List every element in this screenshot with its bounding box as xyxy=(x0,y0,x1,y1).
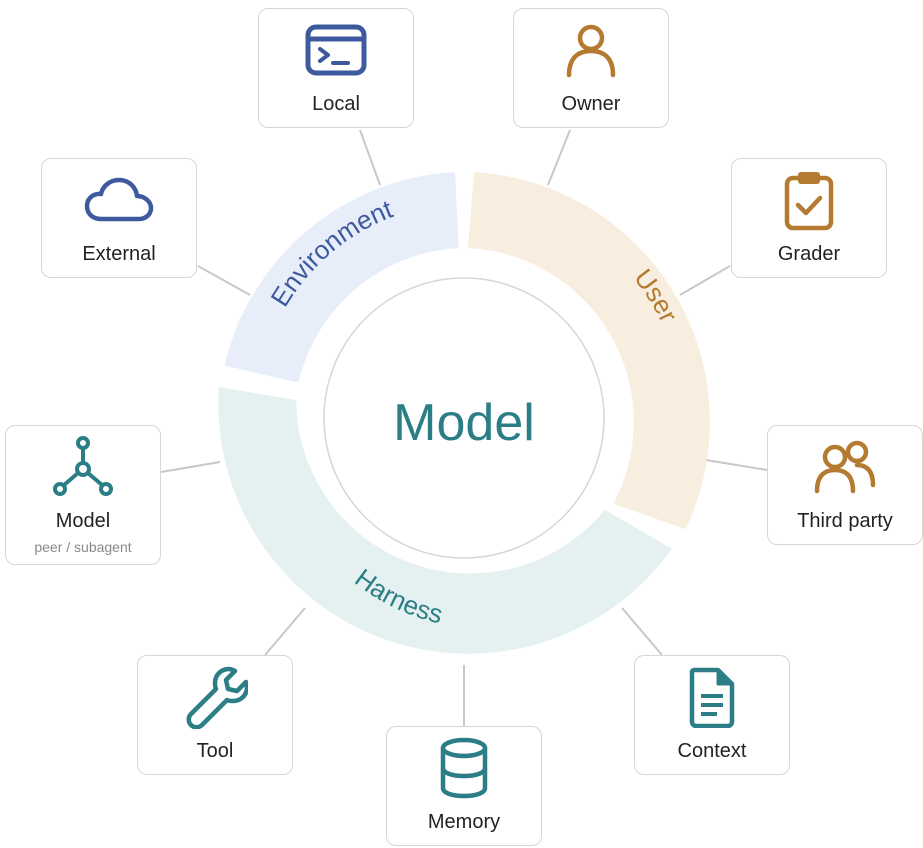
cloud-icon xyxy=(42,167,196,233)
node-memory-label: Memory xyxy=(427,811,501,833)
node-memory: Memory xyxy=(386,726,542,846)
connector-third-party xyxy=(705,459,768,471)
harness-segment xyxy=(218,386,672,654)
connector-owner xyxy=(547,129,571,186)
database-icon xyxy=(387,735,541,801)
document-icon xyxy=(635,664,789,730)
node-model-peer: Model peer / subagent xyxy=(5,425,161,565)
node-owner-label: Owner xyxy=(561,93,621,115)
node-model-peer-label: Model xyxy=(55,510,111,532)
connector-tool xyxy=(264,607,306,656)
center-circle xyxy=(323,277,605,559)
node-context: Context xyxy=(634,655,790,775)
connector-external xyxy=(197,265,251,296)
connector-context xyxy=(621,607,663,656)
node-third-party-label: Third party xyxy=(797,510,893,532)
node-context-label: Context xyxy=(677,740,747,762)
node-model-peer-sublabel: peer / subagent xyxy=(34,539,132,555)
node-grader-label: Grader xyxy=(777,243,841,265)
person-icon xyxy=(514,17,668,83)
wrench-icon xyxy=(138,664,292,730)
people-icon xyxy=(768,434,922,500)
center-label: Model xyxy=(393,394,535,452)
connector-grader xyxy=(679,265,731,296)
terminal-icon xyxy=(259,17,413,83)
clipboard-check-icon xyxy=(732,167,886,233)
connector-local xyxy=(359,129,381,186)
network-icon xyxy=(6,434,160,500)
node-external: External xyxy=(41,158,197,278)
user-segment xyxy=(467,172,710,530)
node-external-label: External xyxy=(82,243,156,265)
node-grader: Grader xyxy=(731,158,887,278)
node-tool-label: Tool xyxy=(196,740,234,762)
node-local-label: Local xyxy=(312,93,360,115)
environment-segment xyxy=(224,172,459,383)
node-owner: Owner xyxy=(513,8,669,128)
connector-model-peer xyxy=(160,461,221,473)
node-local: Local xyxy=(258,8,414,128)
node-tool: Tool xyxy=(137,655,293,775)
node-third-party: Third party xyxy=(767,425,923,545)
